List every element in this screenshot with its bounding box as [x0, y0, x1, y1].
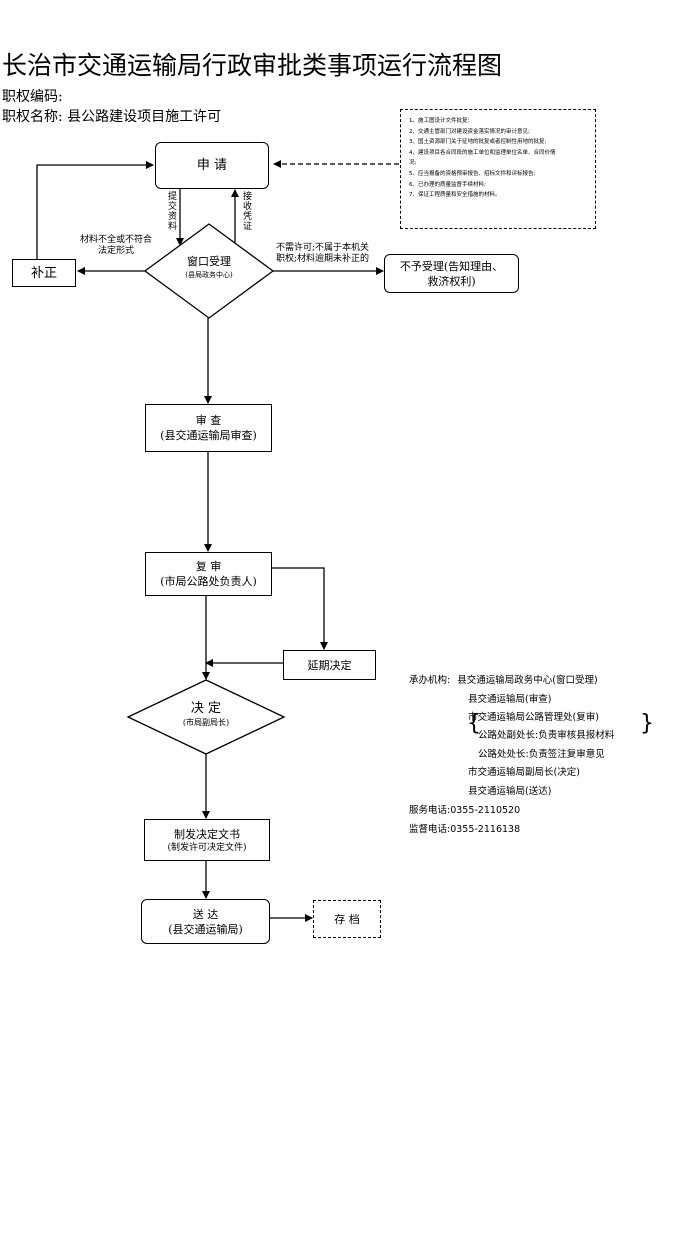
incomplete-note-line: 法定形式 [97, 246, 134, 256]
supplement-node: 补正 [12, 259, 76, 287]
requirement-item: 7、保证工程质量和安全措施的材料。 [409, 192, 501, 199]
review-node: 审 查 (县交通运输局审查) [145, 404, 272, 452]
authority-code-label: 职权编码: [2, 89, 63, 105]
reject-line: 救济权利) [427, 274, 476, 288]
decide-text: 决 定 (市局副局长) [160, 700, 252, 729]
agency-line: 市交通运输局公路管理处(复审) [468, 712, 599, 723]
review-sub: (县交通运输局审查) [160, 429, 257, 442]
agency-label-row: 承办机构: 县交通运输局政务中心(窗口受理) [409, 672, 598, 686]
reject-note: 不需许可;不属于本机关 职权;材料逾期未补正的 [276, 243, 369, 265]
agency-line: 县交通运输局政务中心(窗口受理) [457, 675, 598, 686]
deliver-node: 送 达 (县交通运输局) [141, 899, 270, 944]
requirement-item: 5、应当报备的资格预审报告、招标文件和评标报告; [409, 170, 536, 177]
service-phone: 服务电话:0355-2110520 [409, 805, 521, 816]
to-delay-arrow [272, 567, 328, 650]
agency-line: 公路处处长:负责签注复审意见 [478, 749, 605, 760]
reject-note-line: 职权;材料逾期未补正的 [276, 254, 370, 264]
requirement-item: 4、建设项目各合同段的施工单位和监理单位名单、合同价情 [409, 149, 556, 156]
submit-label: 提交资料 [166, 191, 176, 231]
recheck-title: 复 审 [195, 560, 222, 573]
archive-node: 存 档 [313, 900, 381, 938]
issue-node: 制发决定文书 (制发许可决定文件) [144, 819, 270, 861]
agency-line: 县交通运输局(送达) [468, 786, 552, 797]
window-accept-diamond [143, 223, 275, 319]
archive-label: 存 档 [334, 912, 360, 926]
delay-node: 延期决定 [283, 650, 376, 680]
page-title: 长治市交通运输局行政审批类事项运行流程图 [2, 51, 503, 80]
right-brace-icon: } [640, 711, 654, 736]
issue-title: 制发决定文书 [174, 827, 240, 841]
apply-node: 申 请 [155, 142, 269, 189]
authority-name-label: 职权名称: [2, 109, 63, 125]
deliver-sub: (县交通运输局) [168, 922, 243, 936]
supplement-return-arrow [36, 161, 154, 259]
issue-sub: (制发许可决定文件) [167, 842, 247, 853]
recheck-node: 复 审 (市局公路处负责人) [145, 552, 272, 596]
supervise-phone: 监督电话:0355-2116138 [409, 824, 521, 835]
requirement-item: 况; [409, 160, 417, 167]
supplement-label: 补正 [30, 265, 57, 281]
decide-title: 决 定 [190, 701, 222, 716]
requirement-item: 1、施工图设计文件批复; [409, 118, 470, 124]
left-brace-icon: { [467, 711, 481, 736]
authority-name-row: 职权名称: 县公路建设项目施工许可 [2, 106, 221, 126]
decide-diamond [126, 679, 286, 755]
apply-label: 申 请 [196, 158, 228, 173]
reject-node: 不予受理(告知理由、 救济权利) [384, 254, 519, 293]
window-accept-text: 窗口受理 (县局政务中心) [163, 254, 255, 281]
requirements-list: 1、施工图设计文件批复; 2、交通主管部门对建设资金落实情况的审计意见; 3、国… [400, 109, 596, 229]
window-accept-title: 窗口受理 [187, 255, 231, 268]
requirement-item: 2、交通主管部门对建设资金落实情况的审计意见; [409, 128, 530, 135]
delay-label: 延期决定 [307, 658, 352, 672]
receipt-label: 接收凭证 [241, 191, 251, 231]
review-title: 审 查 [195, 414, 222, 427]
reject-line: 不予受理(告知理由、 [399, 259, 504, 273]
deliver-title: 送 达 [192, 907, 219, 921]
incomplete-note-line: 材料不全或不符合 [79, 235, 152, 245]
agency-line: 县交通运输局(审查) [468, 694, 552, 705]
agency-line: 公路处副处长:负责审核县报材料 [478, 730, 615, 741]
requirement-item: 3、国土资源部门关于征地的批复或者控制性用地的批复; [409, 139, 547, 146]
authority-name-value: 县公路建设项目施工许可 [67, 109, 222, 125]
requirement-item: 6、已办理的质量监督手续材料; [409, 181, 486, 188]
agency-label: 承办机构: [409, 675, 451, 686]
agency-line: 市交通运输局副局长(决定) [468, 767, 580, 778]
incomplete-note: 材料不全或不符合 法定形式 [76, 235, 156, 257]
recheck-sub: (市局公路处负责人) [160, 575, 257, 588]
window-accept-sub: (县局政务中心) [185, 271, 233, 279]
decide-sub: (市局副局长) [182, 718, 230, 727]
reject-note-line: 不需许可;不属于本机关 [276, 243, 370, 253]
